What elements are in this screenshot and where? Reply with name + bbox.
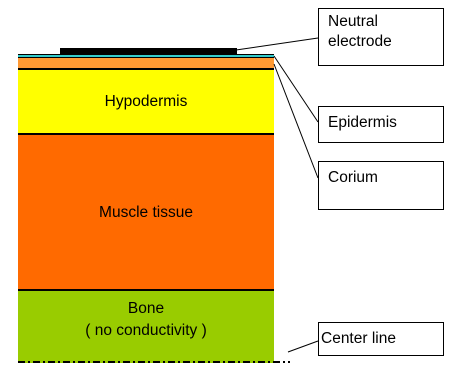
center-line-label-box: Center line [318, 322, 444, 356]
neutral-electrode-label-box: Neutral electrode [318, 8, 444, 66]
epidermis-label-box: Epidermis [318, 106, 444, 143]
epidermis-leader [274, 56, 318, 122]
neutral-electrode-leader [236, 38, 318, 50]
center-line-leader [288, 341, 318, 352]
corium-leader [274, 64, 318, 178]
corium-label: Corium [328, 169, 378, 186]
center-line-label: Center line [321, 330, 396, 347]
neutral-electrode-label-line2: electrode [328, 32, 443, 52]
neutral-electrode-label-line1: Neutral [328, 12, 443, 32]
corium-label-box: Corium [318, 161, 444, 210]
epidermis-label: Epidermis [328, 114, 397, 131]
